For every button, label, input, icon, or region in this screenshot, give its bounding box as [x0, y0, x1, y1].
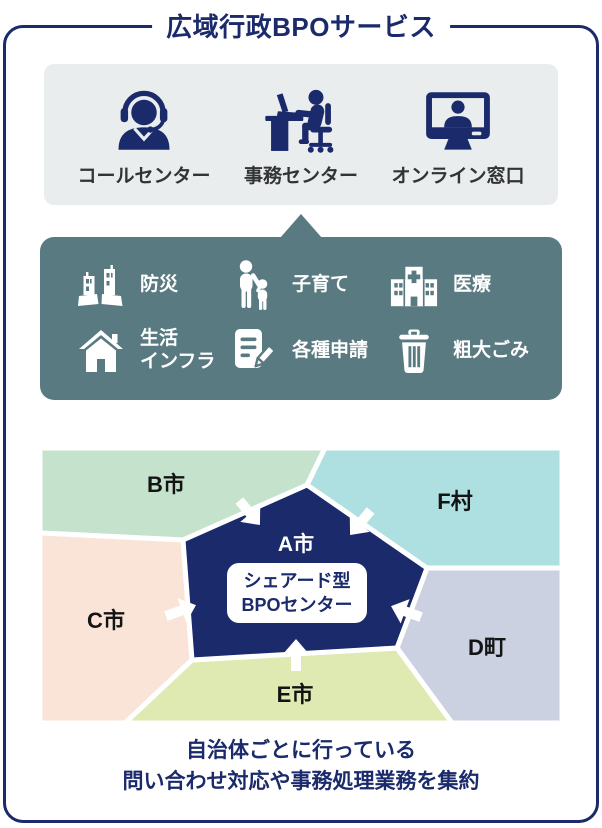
region-label-b: B市	[147, 472, 185, 497]
channel-label: コールセンター	[77, 165, 211, 187]
desk-worker-icon	[263, 82, 339, 154]
service-infrastructure: 生活 インフラ	[76, 319, 228, 385]
arrow-from-d-icon	[391, 599, 423, 624]
service-bulky-waste: 粗大ごみ	[389, 319, 538, 385]
service-medical: 医療	[389, 253, 538, 319]
service-applications: 各種申請	[228, 319, 389, 385]
region-label-e: E市	[276, 682, 314, 707]
region-label-d: D町	[468, 635, 506, 660]
region-label-c: C市	[87, 608, 125, 633]
shared-bpo-center-box: シェアード型 BPOセンター	[227, 563, 367, 623]
channel-label: 事務センター	[243, 165, 358, 187]
service-label: 防災	[140, 274, 179, 296]
service-childcare: 子育て	[228, 253, 389, 319]
parent-child-icon	[228, 260, 278, 312]
channels-panel: コールセンター	[44, 64, 558, 205]
inflow-arrows	[164, 497, 423, 671]
arrow-from-b-icon	[235, 497, 261, 526]
application-document-icon	[228, 327, 278, 375]
service-label: 子育て	[292, 274, 350, 296]
service-label: 各種申請	[292, 339, 369, 361]
channel-label: オンライン窓口	[391, 165, 525, 187]
region-label-a: A市	[277, 533, 315, 556]
municipality-map: B市 F村 C市 D町 E市 A市 シェアード型 BPOセンター	[40, 448, 562, 723]
services-panel: 防災 子育て	[40, 237, 562, 400]
channel-office-center: 事務センター	[244, 82, 358, 188]
service-label: 生活 インフラ	[140, 328, 216, 373]
house-icon	[76, 329, 126, 373]
service-label: 粗大ごみ	[452, 339, 529, 361]
caption: 自治体ごとに行っている 問い合わせ対応や事務処理業務を集約	[122, 739, 480, 793]
headset-operator-icon	[110, 82, 178, 154]
region-label-f: F村	[437, 489, 473, 514]
arrow-from-c-icon	[164, 598, 196, 623]
service-disaster: 防災	[76, 253, 228, 319]
online-monitor-icon	[424, 82, 492, 154]
arrow-from-f-icon	[349, 507, 375, 536]
service-label: 医療	[452, 274, 491, 296]
hospital-icon	[389, 264, 439, 308]
channel-call-center: コールセンター	[77, 82, 211, 188]
channel-online-desk: オンライン窓口	[391, 82, 525, 188]
pointer-up-triangle	[280, 214, 322, 238]
arrow-from-e-icon	[283, 639, 309, 671]
disaster-buildings-icon	[76, 263, 126, 309]
page-title: 広域行政BPOサービス	[152, 7, 450, 44]
trash-bin-icon	[389, 328, 439, 374]
